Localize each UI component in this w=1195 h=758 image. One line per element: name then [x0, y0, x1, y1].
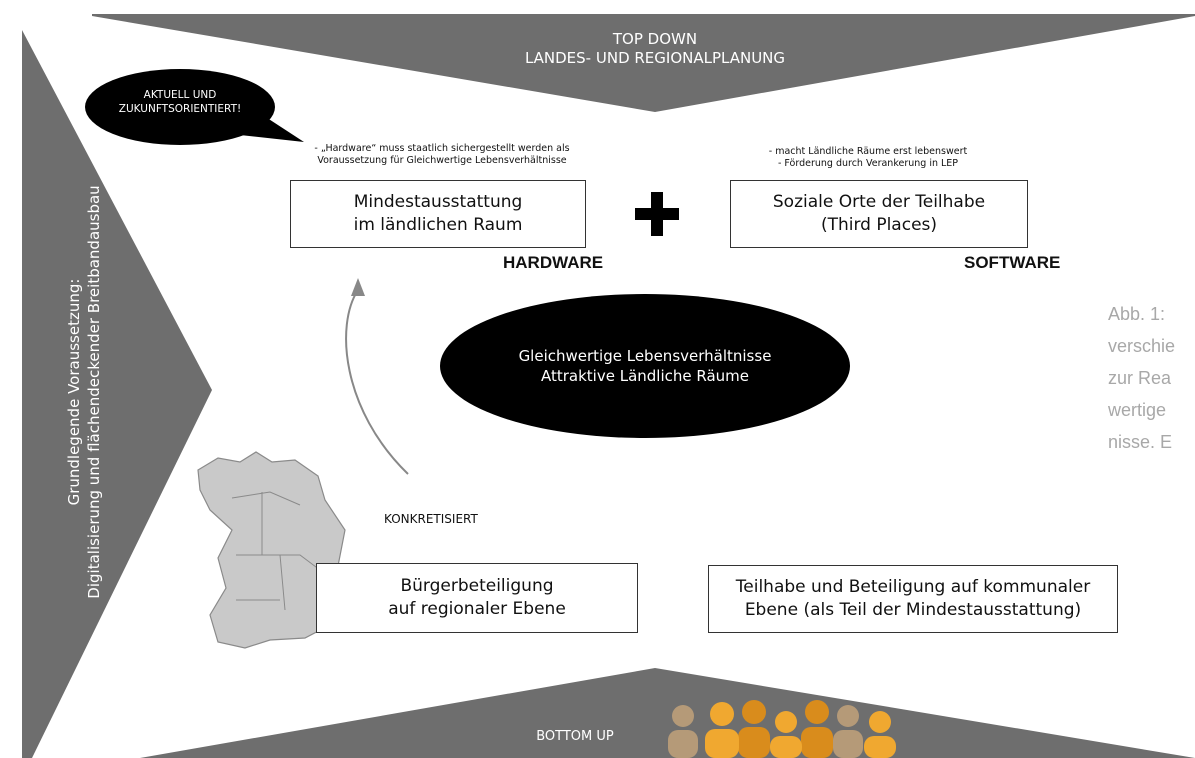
left-banner-line1: Grundlegende Voraussetzung:	[65, 278, 83, 506]
left-prerequisite-banner	[22, 30, 212, 758]
software-note: - macht Ländliche Räume erst lebenswert …	[768, 146, 968, 169]
left-banner-text: Grundlegende Voraussetzung: Digitalisier…	[64, 142, 104, 642]
top-banner-line2: LANDES- UND REGIONALPLANUNG	[524, 49, 786, 67]
hardware-tag: HARDWARE	[503, 253, 604, 272]
soziale-orte-box: Soziale Orte der Teilhabe (Third Places)	[730, 180, 1028, 248]
left-banner-line2: Digitalisierung und flächendeckender Bre…	[85, 185, 103, 599]
top-banner-text: TOP DOWN LANDES- UND REGIONALPLANUNG	[450, 30, 860, 68]
hardware-note: - „Hardware“ muss staatlich sichergestel…	[314, 143, 570, 166]
bottom-banner-label: BOTTOM UP	[536, 729, 614, 744]
center-goal-ellipse	[440, 294, 850, 438]
center-goal-line2: Attraktive Ländliche Räume	[540, 367, 750, 385]
speech-bubble-text: AKTUELL UND ZUKUNFTSORIENTIERT!	[118, 89, 242, 115]
plus-icon	[627, 192, 687, 236]
buergerbeteiligung-box: Bürgerbeteiligung auf regionaler Ebene	[316, 563, 638, 633]
center-goal-text: Gleichwertige Lebensverhältnisse Attrakt…	[470, 346, 820, 386]
speech-bubble-shape	[85, 69, 304, 145]
people-group-icon	[668, 700, 896, 758]
konkretisiert-arrow	[345, 278, 409, 475]
top-down-banner	[92, 14, 1195, 112]
konkretisiert-label: KONKRETISIERT	[384, 512, 478, 526]
top-banner-line1: TOP DOWN	[612, 30, 698, 48]
figure-caption: Abb. 1: verschie zur Rea wertige nisse. …	[1108, 304, 1176, 452]
center-goal-line1: Gleichwertige Lebensverhältnisse	[518, 347, 772, 365]
teilhabe-kommunal-box: Teilhabe und Beteiligung auf kommunaler …	[708, 565, 1118, 633]
software-tag: SOFTWARE	[964, 253, 1061, 272]
mindestausstattung-box: Mindestausstattung im ländlichen Raum	[290, 180, 586, 248]
bottom-up-banner	[140, 668, 1195, 758]
bavaria-map-icon	[197, 451, 351, 649]
